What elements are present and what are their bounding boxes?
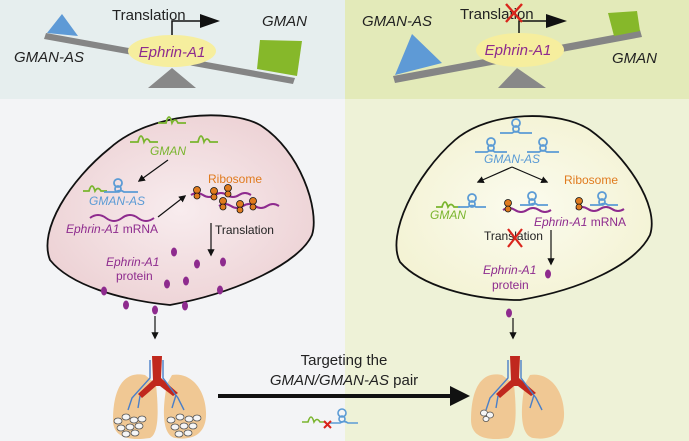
ribosome-label: Ribosome — [208, 172, 262, 186]
blocked-cross-icon — [505, 3, 523, 23]
ephrin-mrna — [89, 214, 155, 222]
bronchi — [127, 360, 185, 411]
gman-label: GMAN — [612, 50, 657, 67]
mrna-suffix: mRNA — [587, 215, 626, 229]
mrna-gene: Ephrin-A1 — [66, 222, 119, 236]
binding-arrow — [137, 159, 169, 182]
translation-label: Translation — [112, 7, 186, 24]
gman-gman-as-duplex — [83, 178, 138, 194]
fulcrum — [498, 68, 546, 88]
gman-duplex — [436, 193, 486, 210]
disrupted-duplex — [302, 408, 358, 424]
gman-label: GMAN — [150, 144, 186, 158]
mrna-label: Ephrin-A1 mRNA — [534, 215, 626, 229]
translation-arrow-line — [171, 20, 205, 35]
ephrin-proteins — [506, 269, 551, 318]
targeting-arrow: Targeting the GMAN/GMAN-AS pair — [218, 352, 470, 429]
pair-suffix: pair — [389, 372, 418, 389]
trachea — [138, 356, 178, 398]
arrow-label-line1: Targeting the — [301, 352, 388, 369]
gman-as-triangle — [47, 14, 78, 36]
gman-as-label: GMAN-AS — [362, 13, 432, 30]
fulcrum — [148, 68, 196, 88]
ephrin-proteins — [101, 247, 226, 315]
gman-as-label: GMAN-AS — [484, 152, 540, 166]
translation-arrow-head — [546, 14, 567, 28]
right-lungs — [471, 356, 565, 440]
mrna-label: Ephrin-A1 mRNA — [66, 222, 158, 236]
left-cell: GMAN GMAN-AS Ephrin-A1 mRNA Ribosome — [46, 114, 315, 340]
gman-square — [608, 11, 640, 36]
protein-label: protein — [116, 269, 153, 283]
right-seesaw: Ephrin-A1 Translation GMAN-AS GMAN — [362, 3, 657, 88]
gman-as-triangle — [395, 34, 442, 75]
right-cell: GMAN-AS Ribosome GMAN Ephrin-A1 mRNA Tra… — [395, 115, 653, 340]
ephrin-ellipse — [128, 35, 216, 67]
gman-rna — [130, 116, 218, 145]
ephrin-label: Ephrin-A1 — [139, 44, 206, 61]
gman-label: GMAN — [262, 13, 307, 30]
ephrin-ellipse — [476, 33, 564, 67]
translation-arrow-head — [200, 14, 220, 28]
left-seesaw: Ephrin-A1 Translation GMAN-AS GMAN — [14, 7, 307, 88]
left-lungs — [113, 356, 207, 440]
arrow-label-line2: GMAN/GMAN-AS pair — [270, 372, 418, 389]
gman-square — [257, 40, 302, 76]
polysome — [190, 184, 280, 214]
blocked-cross-icon — [507, 228, 523, 248]
translation-arrow-line — [518, 20, 552, 33]
ephrin-label: Ephrin-A1 — [485, 42, 552, 59]
protein-label: protein — [492, 278, 529, 292]
gman-as-label: GMAN-AS — [14, 49, 84, 66]
ribosome-label: Ribosome — [564, 173, 618, 187]
tumor-cluster-right — [166, 413, 202, 438]
gman-label: GMAN — [430, 208, 466, 222]
mrna-gene: Ephrin-A1 — [534, 215, 587, 229]
translation-label: Translation — [215, 223, 274, 237]
bronchi — [485, 360, 543, 411]
cell-membrane — [46, 114, 315, 306]
mrna-duplexes — [502, 191, 625, 213]
tumor-cluster-left — [113, 413, 147, 438]
pair-names: GMAN/GMAN-AS — [270, 372, 389, 389]
trachea — [496, 356, 536, 398]
mrna-suffix: mRNA — [119, 222, 158, 236]
tumor-cluster-small — [480, 409, 494, 422]
protein-gene-label: Ephrin-A1 — [483, 263, 536, 277]
gman-as-label: GMAN-AS — [89, 194, 145, 208]
cell-membrane — [395, 115, 653, 301]
arrow-head — [450, 386, 470, 406]
translation-arrow — [157, 195, 187, 218]
cross-icon — [323, 420, 332, 429]
binding-arrow-left — [476, 166, 513, 183]
protein-gene-label: Ephrin-A1 — [106, 255, 159, 269]
binding-arrow-right — [511, 166, 549, 184]
gman-as-rna — [475, 118, 559, 153]
